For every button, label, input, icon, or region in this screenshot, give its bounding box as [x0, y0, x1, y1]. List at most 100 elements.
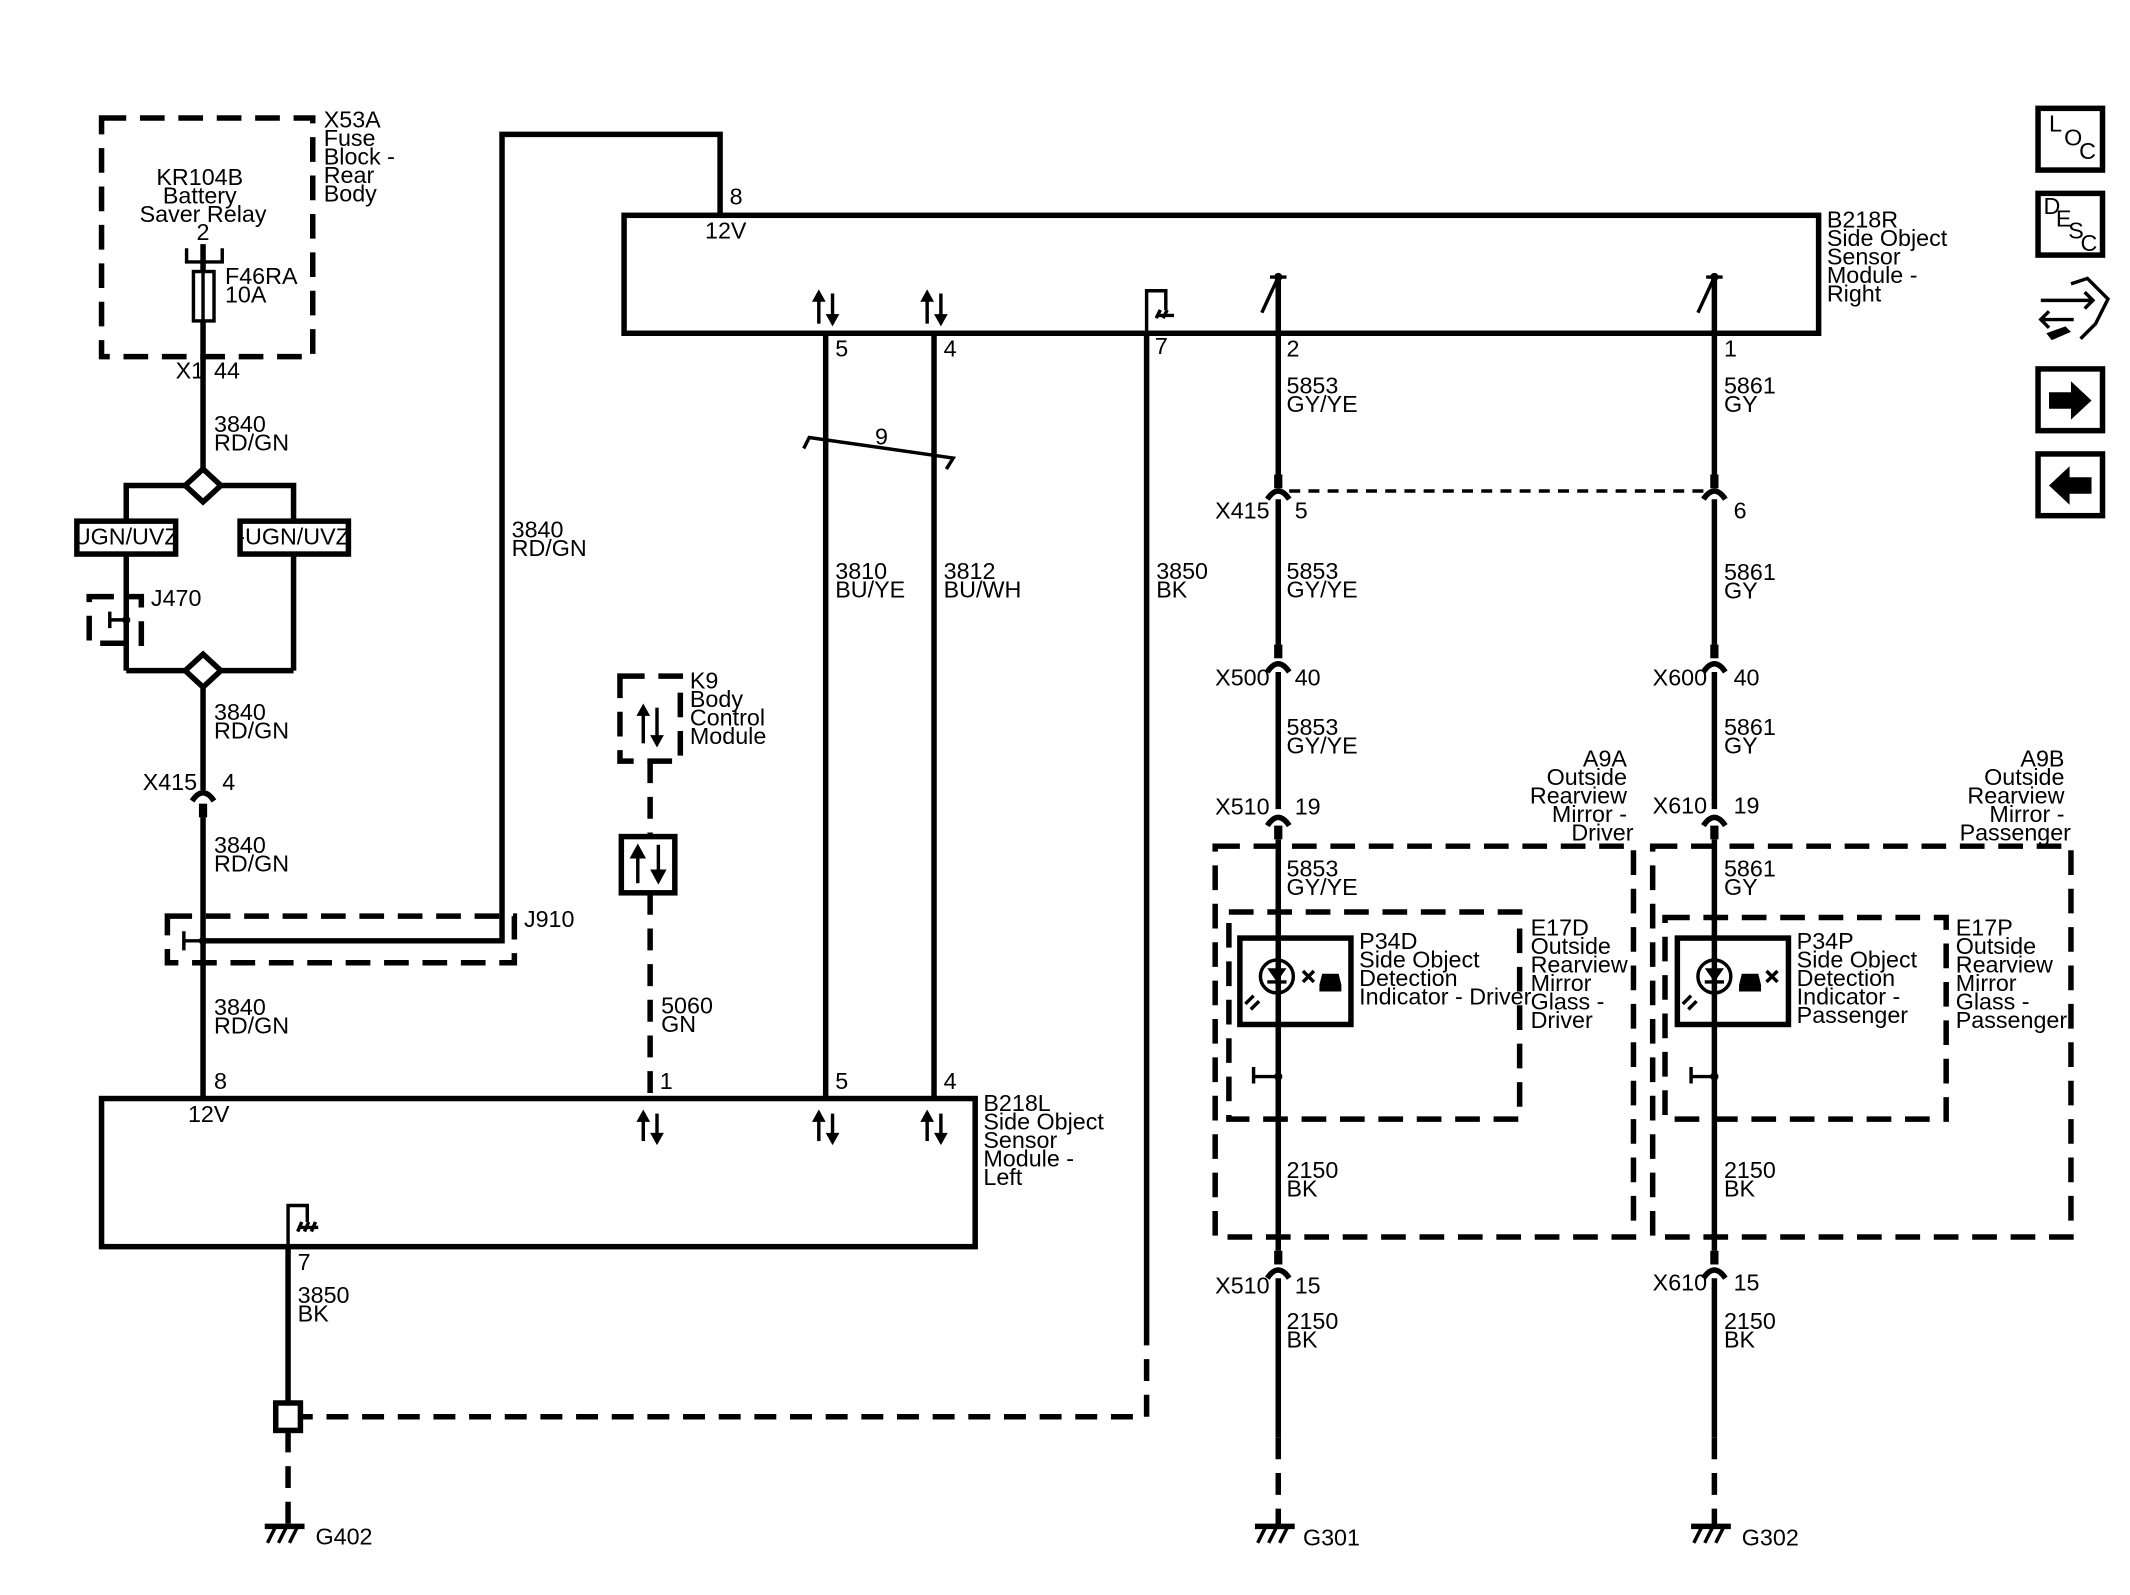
b218r-box	[621, 212, 1822, 337]
connector-x510-bottom: X510 15	[1215, 1250, 1321, 1298]
connector-view-icon[interactable]	[2038, 276, 2111, 341]
wrench-icon	[2046, 326, 2071, 341]
light-rays-icon	[1244, 994, 1261, 1011]
connector-x500: X500 40	[1215, 644, 1321, 691]
arrow-right-icon	[2049, 381, 2092, 420]
b218r-ground-symbol	[1144, 289, 1175, 334]
x-mark-icon	[1301, 969, 1316, 984]
x-mark-icon	[1765, 969, 1779, 984]
x1-pin: 44	[214, 358, 240, 384]
wire-2150-a-label: 2150 BK	[1286, 1157, 1344, 1202]
twisted-pair-label: 9	[875, 423, 888, 449]
x510-top-pin: 19	[1295, 794, 1321, 820]
x610-bottom-label: X610	[1653, 1270, 1707, 1296]
b218l-12v: 12V	[188, 1101, 230, 1127]
e17d-outline	[1226, 909, 1523, 1122]
x610-top-pin: 19	[1734, 792, 1760, 818]
arrow-left-icon	[2049, 466, 2092, 505]
car-icon	[1739, 973, 1762, 992]
b218l-label: B218L Side Object Sensor Module - Left	[983, 1090, 1110, 1190]
ground-g302-label: G302	[1742, 1525, 1799, 1551]
x610-top-label: X610	[1653, 792, 1707, 818]
twisted-pair-symbol	[802, 435, 957, 470]
desc-button[interactable]: D E S C	[2035, 190, 2106, 258]
p34d-box	[1237, 935, 1354, 1028]
x415-passenger-pin: 6	[1734, 497, 1747, 523]
b218l-pin-8: 8	[214, 1068, 227, 1094]
svg-text:O: O	[2064, 124, 2082, 150]
wire-3840-d-label: 3840 RD/GN	[214, 994, 289, 1039]
k9-label: K9 Body Control Module	[690, 667, 772, 749]
wire-3840-to-b218r	[203, 131, 723, 944]
f46ra-label: F46RA 10A	[225, 263, 304, 308]
svg-text:D: D	[2044, 193, 2061, 219]
b218r-pin-4: 4	[944, 336, 957, 362]
wire-5853-d-label: 5853 GY/YE	[1286, 855, 1357, 900]
light-rays-icon	[1681, 994, 1698, 1011]
j910-label: J910	[524, 906, 575, 932]
j910-outline	[164, 913, 518, 966]
x415-left-label: X415	[143, 769, 197, 795]
x415-driver-label: X415	[1215, 497, 1269, 523]
e17p-label: E17P Outside Rearview Mirror Glass - Pas…	[1956, 914, 2068, 1033]
option-nugn-label: -UGN/UVZ	[237, 523, 350, 549]
b218r-label: B218R Side Object Sensor Module - Right	[1827, 207, 1954, 307]
svg-text:L: L	[2049, 111, 2062, 137]
option-split: UGN/UVZ -UGN/UVZ J470	[74, 465, 352, 691]
b218r-data-arrows-pin4	[920, 289, 948, 327]
svg-text:E: E	[2056, 205, 2072, 231]
b218l-pin-1: 1	[660, 1068, 673, 1094]
wire-3840-c-label: 3840 RD/GN	[214, 832, 289, 877]
connector-cup	[189, 790, 217, 803]
serial-data-symbol	[618, 833, 678, 896]
p34p-label: P34P Side Object Detection Indicator - P…	[1797, 928, 1924, 1028]
a9a-outline	[1212, 843, 1637, 1240]
x510-top-label: X510	[1215, 794, 1269, 820]
splice-j910: J910	[164, 906, 575, 966]
b218r-pin-2: 2	[1286, 336, 1299, 362]
j470-label: J470	[151, 585, 202, 611]
b218r-data-arrows-pin5	[811, 289, 840, 327]
e17d-label: E17D Outside Rearview Mirror Glass - Dri…	[1531, 914, 1635, 1033]
x500-label: X500	[1215, 665, 1269, 691]
a9a-label: A9A Outside Rearview Mirror - Driver	[1530, 746, 1634, 846]
wire-3812-label: 3812 BU/WH	[944, 558, 1022, 603]
b218r-pin-1: 1	[1724, 336, 1737, 362]
wire-3840-top-label: 3840 RD/GN	[512, 517, 587, 562]
connector-x415-passenger: 6	[1701, 474, 1747, 523]
b218l-ground-symbol	[286, 1203, 319, 1247]
connector-x415-left: X415 4	[143, 769, 235, 818]
wire-3840-b-label: 3840 RD/GN	[214, 699, 289, 744]
k9-outline	[617, 673, 684, 764]
car-icon	[1319, 973, 1342, 992]
ground-splice-box	[272, 1400, 304, 1434]
connector-x510-top: X510 19	[1215, 794, 1321, 840]
x510-bottom-label: X510	[1215, 1272, 1269, 1298]
b218l-data-arrows-pin5	[811, 1109, 840, 1146]
x53a-label: X53A Fuse Block - Rear Body	[324, 107, 402, 207]
a9b-outline	[1649, 843, 2074, 1240]
wire-5853-b-label: 5853 GY/YE	[1286, 558, 1357, 603]
fuse-block-x53a: X53A Fuse Block - Rear Body KR104B Batte…	[98, 107, 402, 360]
wire-2150-d-label: 2150 BK	[1724, 1308, 1782, 1353]
wire-5853-a-label: 5853 GY/YE	[1286, 373, 1357, 418]
wire-3850-left-label: 3850 BK	[298, 1282, 356, 1327]
b218r-12v: 12V	[705, 218, 747, 244]
p34d-label: P34D Side Object Detection Indicator - D…	[1359, 928, 1531, 1010]
indicator-p34p: P34P Side Object Detection Indicator - P…	[1674, 928, 1924, 1028]
svg-text:C: C	[2079, 138, 2096, 164]
b218l-pin-5: 5	[835, 1068, 848, 1094]
wire-5861-b-label: 5861 GY	[1724, 559, 1782, 604]
wire-3810-label: 3810 BU/YE	[835, 558, 905, 603]
p34p-box	[1674, 935, 1792, 1028]
loc-button[interactable]: L O C	[2035, 105, 2106, 173]
next-button[interactable]	[2035, 366, 2106, 434]
splice-diamond-bottom	[181, 650, 225, 691]
wire-3850-right-dashed	[288, 1323, 1150, 1420]
previous-button[interactable]	[2035, 451, 2106, 519]
b218r-pin-7: 7	[1155, 333, 1168, 359]
x510-bottom-pin: 15	[1295, 1272, 1321, 1298]
j470-outline	[86, 593, 145, 646]
option-nugn-box	[237, 518, 352, 557]
kr104b-label: KR104B Battery Saver Relay	[140, 164, 267, 227]
